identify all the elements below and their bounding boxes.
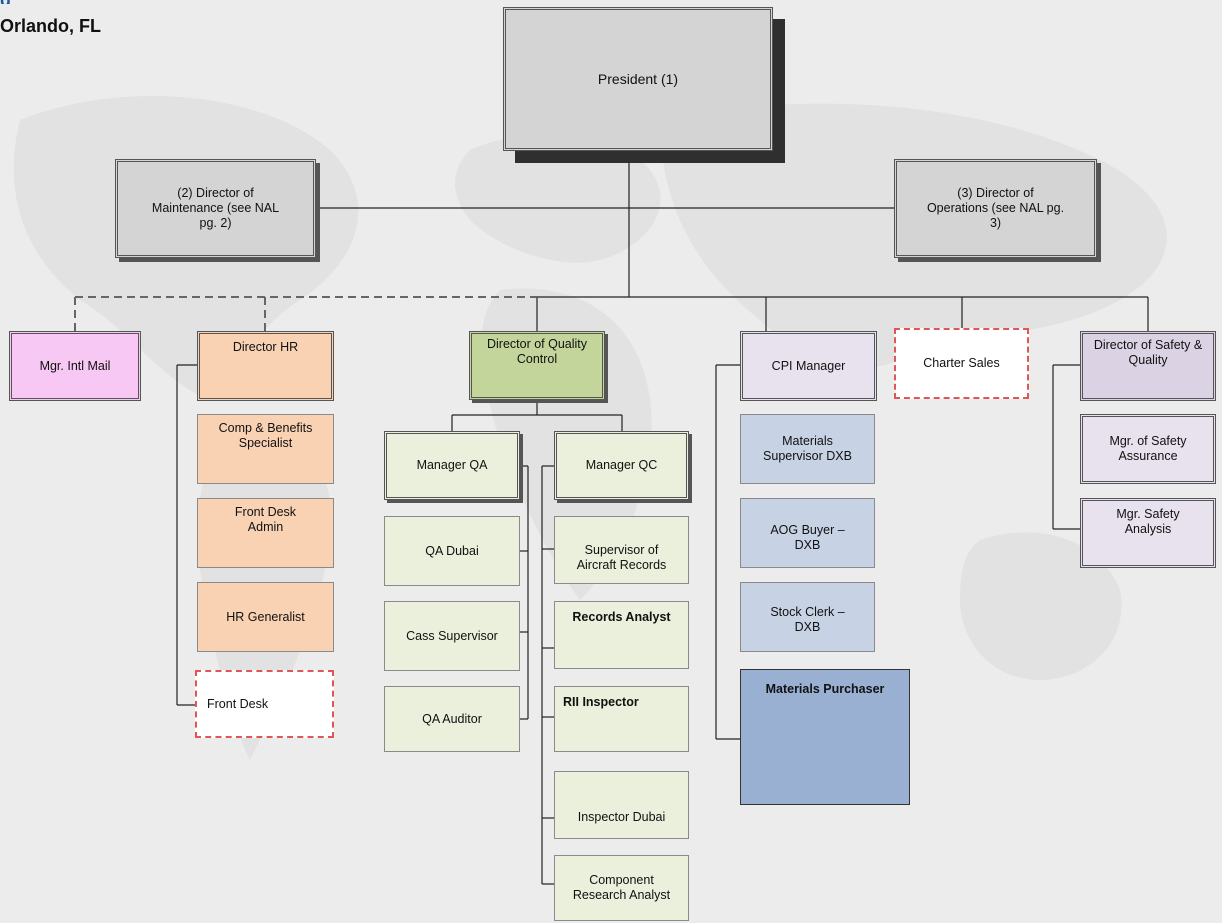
comp-benefits-box: Comp & Benefits Specialist <box>197 414 334 484</box>
director-hr-box: Director HR <box>197 331 334 401</box>
cpi-item-3-box: Stock Clerk – DXB <box>740 582 875 652</box>
charter-sales-label: Charter Sales <box>923 356 1000 371</box>
qc-item-4-box: Inspector Dubai <box>554 771 689 839</box>
front-desk-admin-box: Front Desk Admin <box>197 498 334 568</box>
qc-item-5-box: Component Research Analyst <box>554 855 689 921</box>
manager-qa-box: Manager QA <box>384 431 520 500</box>
materials-supervisor-label: Materials Supervisor DXB <box>763 434 852 463</box>
director-qc-box: Director of Quality Control <box>469 331 605 400</box>
hr-generalist-box: HR Generalist <box>197 582 334 652</box>
qa-item-2-box: Cass Supervisor <box>384 601 520 671</box>
component-research-analyst-label: Component Research Analyst <box>572 873 671 902</box>
charter-sales-box: Charter Sales <box>894 328 1029 399</box>
hr-generalist-label: HR Generalist <box>226 609 305 624</box>
safety-assurance-label: Mgr. of Safety Assurance <box>1109 434 1187 463</box>
header-cutoff-title: g <box>0 0 80 4</box>
front-desk-box: Front Desk <box>195 670 334 738</box>
director-hr-label: Director HR <box>232 340 299 354</box>
records-analyst-label: Records Analyst <box>572 610 671 624</box>
qa-item-1-box: QA Dubai <box>384 516 520 586</box>
comp-benefits-label: Comp & Benefits Specialist <box>218 421 313 450</box>
director-safety-box: Director of Safety & Quality <box>1080 331 1216 401</box>
cpi-item-4-box: Materials Purchaser <box>740 669 910 805</box>
director-operations-label: (3) Director of Operations (see NAL pg. … <box>926 186 1065 230</box>
qa-item-3-box: QA Auditor <box>384 686 520 752</box>
director-maintenance-box: (2) Director of Maintenance (see NAL pg.… <box>115 159 316 258</box>
director-safety-label: Director of Safety & Quality <box>1093 338 1203 367</box>
director-maintenance-label: (2) Director of Maintenance (see NAL pg.… <box>151 186 280 230</box>
materials-purchaser-label: Materials Purchaser <box>765 682 885 696</box>
inspector-dubai-label: Inspector Dubai <box>577 809 666 824</box>
president-box: President (1) <box>503 7 773 151</box>
safety-analysis-label: Mgr. Safety Analysis <box>1116 507 1180 536</box>
qa-dubai-label: QA Dubai <box>425 543 479 558</box>
qa-auditor-label: QA Auditor <box>422 711 482 726</box>
president-label: President (1) <box>597 70 679 87</box>
cpi-manager-label: CPI Manager <box>771 358 846 373</box>
rii-inspector-label: RII Inspector <box>563 695 639 709</box>
manager-qc-label: Manager QC <box>585 458 658 473</box>
manager-qc-box: Manager QC <box>554 431 689 500</box>
cpi-item-1-box: Materials Supervisor DXB <box>740 414 875 484</box>
qc-item-1-box: Supervisor of Aircraft Records <box>554 516 689 584</box>
safety-item-1-box: Mgr. of Safety Assurance <box>1080 414 1216 484</box>
cpi-manager-box: CPI Manager <box>740 331 877 401</box>
mgr-intl-mail-box: Mgr. Intl Mail <box>9 331 141 401</box>
cass-supervisor-label: Cass Supervisor <box>406 628 498 643</box>
header-location: Orlando, FL <box>0 16 101 36</box>
director-operations-box: (3) Director of Operations (see NAL pg. … <box>894 159 1097 258</box>
manager-qa-label: Manager QA <box>416 458 488 473</box>
stock-clerk-label: Stock Clerk – DXB <box>770 605 845 634</box>
supervisor-aircraft-records-label: Supervisor of Aircraft Records <box>576 543 667 572</box>
qc-item-2-box: Records Analyst <box>554 601 689 669</box>
aog-buyer-label: AOG Buyer – DXB <box>770 523 845 552</box>
cpi-item-2-box: AOG Buyer – DXB <box>740 498 875 568</box>
director-qc-label: Director of Quality Control <box>486 337 588 366</box>
front-desk-label: Front Desk <box>207 696 269 711</box>
safety-item-2-box: Mgr. Safety Analysis <box>1080 498 1216 568</box>
front-desk-admin-label: Front Desk Admin <box>234 505 297 534</box>
qc-item-3-box: RII Inspector <box>554 686 689 752</box>
mgr-intl-mail-label: Mgr. Intl Mail <box>39 358 111 373</box>
